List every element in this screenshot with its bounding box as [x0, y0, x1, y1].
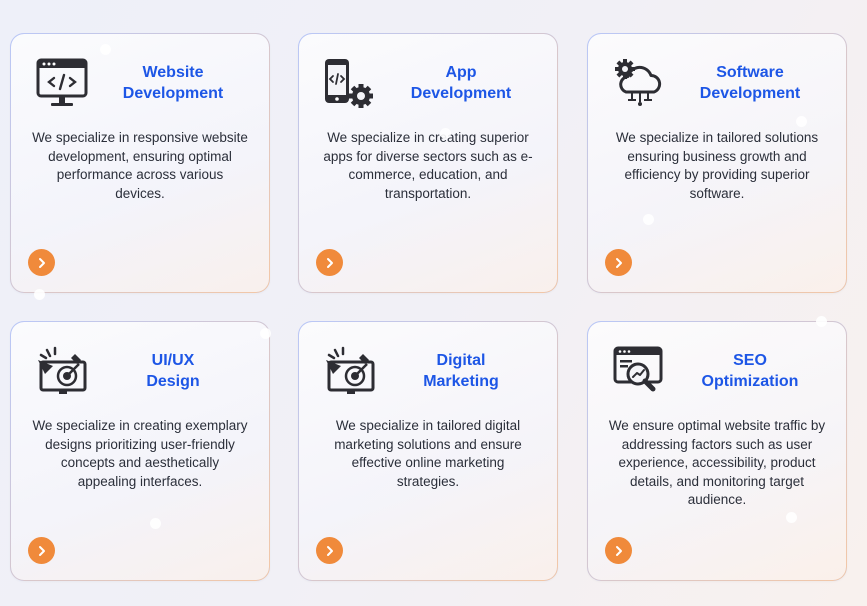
card-description: We specialize in tailored solutions ensu…	[615, 130, 819, 201]
card-description: We specialize in creating exemplary desi…	[32, 418, 248, 489]
design-target-monitor-icon	[35, 344, 89, 398]
card-title: UI/UX Design	[95, 350, 251, 392]
service-card-seo-optimization: SEO Optimization We ensure optimal websi…	[587, 321, 847, 581]
card-description: We specialize in responsive website deve…	[32, 130, 248, 201]
service-card-app-development: App Development We specialize in creatin…	[298, 33, 558, 293]
card-title: SEO Optimization	[672, 350, 828, 392]
card-title-line1: Software	[716, 64, 784, 81]
decorative-dot	[150, 518, 161, 529]
decorative-dot	[260, 328, 271, 339]
decorative-dot	[786, 512, 797, 523]
decorative-dot	[816, 316, 827, 327]
service-card-website-development: Website Development We specialize in res…	[10, 33, 270, 293]
card-title-line2: Development	[410, 85, 512, 102]
decorative-dot	[100, 44, 111, 55]
card-title: Software Development	[672, 62, 828, 104]
card-title: Digital Marketing	[383, 350, 539, 392]
marketing-target-monitor-icon	[323, 344, 377, 398]
seo-search-chart-icon	[612, 344, 666, 398]
card-title-line2: Development	[122, 85, 224, 102]
card-title: Website Development	[95, 62, 251, 104]
decorative-dot	[440, 128, 451, 139]
mobile-code-gear-icon	[323, 56, 377, 110]
learn-more-button[interactable]	[605, 537, 632, 564]
service-card-digital-marketing: Digital Marketing We specialize in tailo…	[298, 321, 558, 581]
card-title-line1: UI/UX	[151, 352, 195, 369]
card-title-line1: SEO	[733, 352, 767, 369]
decorative-dot	[796, 116, 807, 127]
learn-more-button[interactable]	[28, 249, 55, 276]
card-title-line2: Marketing	[423, 373, 499, 390]
chevron-right-icon	[326, 545, 333, 556]
learn-more-button[interactable]	[316, 249, 343, 276]
decorative-dot	[34, 289, 45, 300]
card-description: We ensure optimal website traffic by add…	[608, 418, 826, 507]
card-title-line1: App	[445, 64, 477, 81]
chevron-right-icon	[38, 257, 45, 268]
learn-more-button[interactable]	[28, 537, 55, 564]
card-title: App Development	[383, 62, 539, 104]
card-title-line1: Website	[142, 64, 204, 81]
chevron-right-icon	[615, 545, 622, 556]
code-window-icon	[35, 56, 89, 110]
card-description: We specialize in tailored digital market…	[334, 418, 522, 489]
service-card-software-development: Software Development We specialize in ta…	[587, 33, 847, 293]
card-title-line2: Development	[699, 85, 801, 102]
chevron-right-icon	[38, 545, 45, 556]
chevron-right-icon	[615, 257, 622, 268]
card-description: We specialize in creating superior apps …	[323, 130, 533, 201]
decorative-dot	[643, 214, 654, 225]
card-title-line1: Digital	[436, 352, 486, 369]
card-title-line2: Design	[146, 373, 200, 390]
learn-more-button[interactable]	[605, 249, 632, 276]
chevron-right-icon	[326, 257, 333, 268]
card-title-line2: Optimization	[701, 373, 799, 390]
learn-more-button[interactable]	[316, 537, 343, 564]
cloud-gears-icon	[612, 56, 666, 110]
service-card-ui-ux-design: UI/UX Design We specialize in creating e…	[10, 321, 270, 581]
